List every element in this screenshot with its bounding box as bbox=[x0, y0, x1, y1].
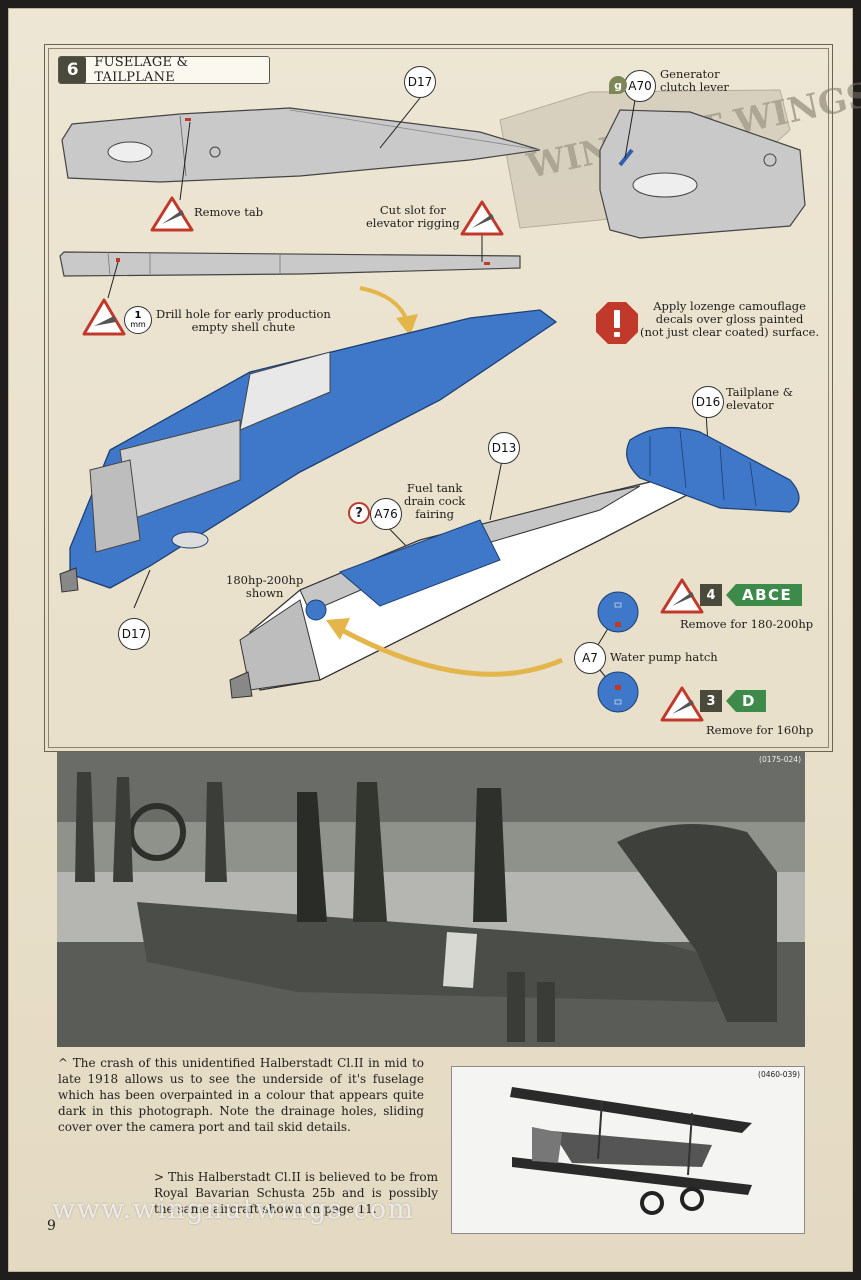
water-pump-hatch-upper bbox=[597, 591, 639, 633]
label-remove-160: Remove for 160hp bbox=[706, 723, 814, 737]
crash-photo: (0175-024) bbox=[57, 752, 805, 1047]
fuselage-strip bbox=[59, 251, 521, 277]
section-number: 6 bbox=[59, 57, 87, 83]
diagram-frame bbox=[44, 44, 833, 752]
drill-size: 1 bbox=[134, 310, 142, 321]
label-fuel-tank: Fuel tank drain cock fairing bbox=[404, 481, 466, 522]
label-remove-180: Remove for 180-200hp bbox=[680, 617, 814, 631]
knife-icon-lower bbox=[660, 686, 704, 722]
marking-code-upper: 4 ABCE bbox=[700, 584, 803, 606]
caption-small: > This Halberstadt Cl.II is believed to … bbox=[154, 1170, 438, 1216]
knife-icon-upper bbox=[660, 578, 704, 614]
marking-number-upper: 4 bbox=[700, 584, 722, 606]
main-photo-code: (0175-024) bbox=[759, 755, 801, 764]
drill-icon bbox=[82, 298, 126, 336]
label-remove-tab: Remove tab bbox=[194, 205, 264, 219]
drill-unit: mm bbox=[130, 320, 146, 329]
small-photo-code: (0460-039) bbox=[758, 1070, 800, 1079]
callout-d17-bottom: D17 bbox=[118, 618, 150, 650]
fuselage-half-right bbox=[599, 109, 806, 239]
label-water-pump: Water pump hatch bbox=[610, 650, 718, 664]
drill-size-callout: 1 mm bbox=[124, 306, 152, 334]
water-pump-hatch-lower bbox=[597, 671, 639, 713]
knife-icon-remove-tab bbox=[150, 196, 194, 232]
callout-a70: A70 bbox=[624, 70, 656, 102]
direction-arrow-2 bbox=[336, 625, 563, 677]
callout-d17-top: D17 bbox=[404, 66, 436, 98]
flying-aircraft-photo: (0460-039) bbox=[451, 1066, 805, 1234]
label-generator: Generator clutch lever bbox=[660, 67, 729, 95]
label-tailplane: Tailplane & elevator bbox=[726, 385, 793, 413]
marking-letters-upper: ABCE bbox=[726, 584, 803, 606]
crash-photo-image bbox=[57, 752, 805, 1047]
section-title: FUSELAGE & TAILPLANE bbox=[94, 55, 189, 85]
label-cut-slot: Cut slot for elevator rigging bbox=[366, 203, 460, 231]
exclamation-warning-icon bbox=[596, 302, 638, 344]
callout-d13: D13 bbox=[488, 432, 520, 464]
flying-aircraft-image bbox=[510, 1087, 752, 1215]
knife-icon-cut-slot bbox=[460, 200, 504, 236]
label-lozenge: Apply lozenge camouflage decals over glo… bbox=[640, 299, 820, 340]
question-icon: ? bbox=[348, 502, 370, 524]
fuselage-half-left bbox=[61, 107, 541, 183]
marking-number-lower: 3 bbox=[700, 690, 722, 712]
label-drill-hole: Drill hole for early production empty sh… bbox=[156, 307, 331, 335]
marking-letters-lower: D bbox=[726, 690, 766, 712]
label-hp-shown: 180hp-200hp shown bbox=[226, 573, 304, 601]
fuselage-assembly-blue bbox=[59, 309, 558, 593]
caption-main: ^ The crash of this unidentified Halbers… bbox=[58, 1056, 424, 1134]
paint-g-icon: g bbox=[609, 76, 627, 94]
section-header: 6 FUSELAGE & TAILPLANE bbox=[58, 55, 270, 85]
tailplane-elevator bbox=[626, 426, 800, 513]
callout-d16: D16 bbox=[692, 386, 724, 418]
callout-a7: A7 bbox=[574, 642, 606, 674]
page-number: 9 bbox=[47, 1218, 56, 1234]
website-watermark: www.wingnutwings.com bbox=[52, 1194, 415, 1225]
marking-code-lower: 3 D bbox=[700, 690, 766, 712]
callout-a76: A76 bbox=[370, 498, 402, 530]
